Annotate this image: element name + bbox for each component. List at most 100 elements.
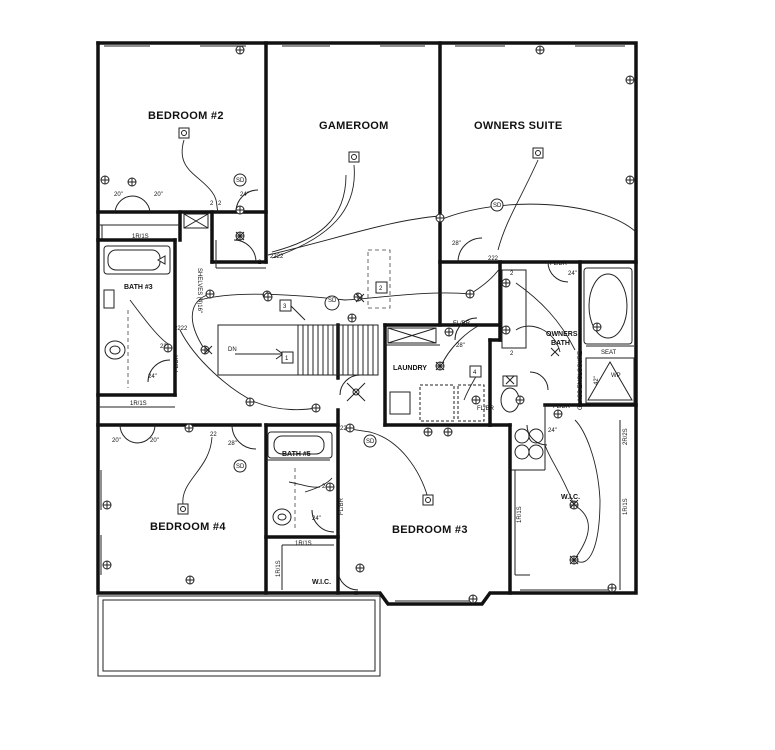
note-door-24e: 24" xyxy=(312,516,321,522)
note-flbr-6: FL/BR xyxy=(477,406,495,412)
svg-text:2222: 2222 xyxy=(270,254,284,260)
note-1r1s-wic-side: 1R/1S xyxy=(276,560,282,577)
svg-text:2: 2 xyxy=(322,484,326,490)
room-wic-right: W.I.C. xyxy=(561,494,580,501)
light-fixture-icon xyxy=(435,213,445,223)
light-fixture-icon xyxy=(345,423,355,433)
note-flbr-3: FL/BR xyxy=(553,404,571,410)
light-fixture-icon xyxy=(501,278,511,288)
note-wp: WP xyxy=(611,373,621,379)
light-fixture-icon xyxy=(185,575,195,585)
stairs: DN xyxy=(217,324,379,376)
note-1r1s-bath3-top: 1R/1S xyxy=(132,234,149,240)
svg-text:22: 22 xyxy=(160,344,167,350)
note-1r1s-hall: 1R/1S xyxy=(130,401,147,407)
exterior-walls xyxy=(96,41,638,606)
note-seat: SEAT xyxy=(601,350,617,356)
light-fixture-icon xyxy=(163,343,173,353)
note-flbr-1: FL/BR xyxy=(550,261,568,267)
svg-text:2: 2 xyxy=(510,351,514,357)
light-x-mark xyxy=(569,499,579,509)
note-door-24a: 24" xyxy=(240,192,249,198)
light-x-mark xyxy=(435,361,445,371)
light-fixture-icon xyxy=(184,423,194,433)
light-fixture-icon xyxy=(102,560,112,570)
svg-text:SD: SD xyxy=(236,178,245,184)
room-bedroom3: BEDROOM #3 xyxy=(392,524,468,536)
light-fixture-icon xyxy=(263,292,273,302)
ceiling-fan-icon xyxy=(346,382,366,402)
room-bedroom4: BEDROOM #4 xyxy=(150,521,226,533)
svg-text:SD: SD xyxy=(328,298,337,304)
switch-marks: 2 2 2222 222 2 2 22 2222 22 22 2 2 xyxy=(160,201,514,490)
room-bath5: BATH #5 xyxy=(282,451,311,458)
note-door-20c: 20" xyxy=(112,438,121,444)
light-fixture-icon xyxy=(205,289,215,299)
room-gameroom: GAMEROOM xyxy=(319,120,389,132)
note-flbr-2: FL/BR xyxy=(453,321,471,327)
note-shelves: SHELVES (4)16" xyxy=(196,268,202,313)
svg-text:22: 22 xyxy=(210,432,217,438)
tag-4: 4 xyxy=(473,370,477,376)
light-fixture-icon xyxy=(102,500,112,510)
ceiling-fan-box-icon xyxy=(422,494,434,506)
light-fixture-icon xyxy=(465,289,475,299)
interior-walls xyxy=(96,41,638,595)
note-door-20d: 20" xyxy=(150,438,159,444)
light-fixture-icon xyxy=(100,175,110,185)
smoke-detectors: SD SD SD SD SD xyxy=(233,173,504,473)
room-laundry: LAUNDRY xyxy=(393,365,427,372)
light-x-mark xyxy=(203,345,213,355)
light-fixture-icon xyxy=(553,409,563,419)
light-fixtures xyxy=(100,45,635,604)
note-1r1s-right-a: 1R/1S xyxy=(517,506,523,523)
svg-text:2: 2 xyxy=(218,201,222,207)
note-42: 42" xyxy=(594,376,600,385)
room-wic-left: W.I.C. xyxy=(312,579,331,586)
svg-text:SD: SD xyxy=(236,464,245,470)
note-door-24b: 24" xyxy=(568,271,577,277)
light-fixture-icon xyxy=(592,322,602,332)
svg-text:2: 2 xyxy=(210,201,214,207)
light-fixture-icon xyxy=(127,177,137,187)
light-fixture-icon xyxy=(347,313,357,323)
note-door-20b: 20" xyxy=(154,192,163,198)
light-fixture-icon xyxy=(569,500,579,510)
light-fixture-icon xyxy=(235,45,245,55)
porch-outline xyxy=(97,595,381,677)
light-fixture-icon xyxy=(501,325,511,335)
tag-2: 2 xyxy=(379,286,383,292)
light-fixture-icon xyxy=(607,583,617,593)
svg-text:2: 2 xyxy=(510,271,514,277)
note-door-28a: 28" xyxy=(452,241,461,247)
plan-tags: 1 2 3 4 xyxy=(279,281,482,378)
ceiling-fan-box-icon xyxy=(348,151,360,163)
note-door-24d: 24" xyxy=(148,374,157,380)
light-fixture-icon xyxy=(625,75,635,85)
light-fixture-icon xyxy=(625,175,635,185)
light-fixture-icon xyxy=(515,395,525,405)
svg-text:SD: SD xyxy=(366,439,375,445)
note-flbr-5: FL/BR xyxy=(339,497,345,515)
light-x-mark xyxy=(235,231,245,241)
note-flbr-4: FL/BR xyxy=(174,354,180,372)
light-fixture-icon xyxy=(468,594,478,604)
svg-text:222: 222 xyxy=(488,256,499,262)
svg-text:22: 22 xyxy=(340,426,347,432)
note-1r1s-right-b: 1R/1S xyxy=(623,498,629,515)
light-fixture-icon xyxy=(245,397,255,407)
light-fixture-icon xyxy=(311,403,321,413)
light-fixture-icon xyxy=(355,563,365,573)
ceiling-fan-box-icon xyxy=(532,147,544,159)
ceiling-fan-box-icon xyxy=(178,127,190,139)
room-owners-suite: OWNERS SUITE xyxy=(474,120,563,132)
note-2r2s: 2R/2S xyxy=(623,428,629,445)
note-door-24c: 24" xyxy=(548,428,557,434)
light-fixture-icon xyxy=(444,327,454,337)
note-glass-enclosure: GLASS ENCLOSURE xyxy=(578,351,584,410)
light-fixture-icon xyxy=(471,395,481,405)
ceiling-fan-box-icon xyxy=(177,503,189,515)
svg-text:SD: SD xyxy=(493,203,502,209)
